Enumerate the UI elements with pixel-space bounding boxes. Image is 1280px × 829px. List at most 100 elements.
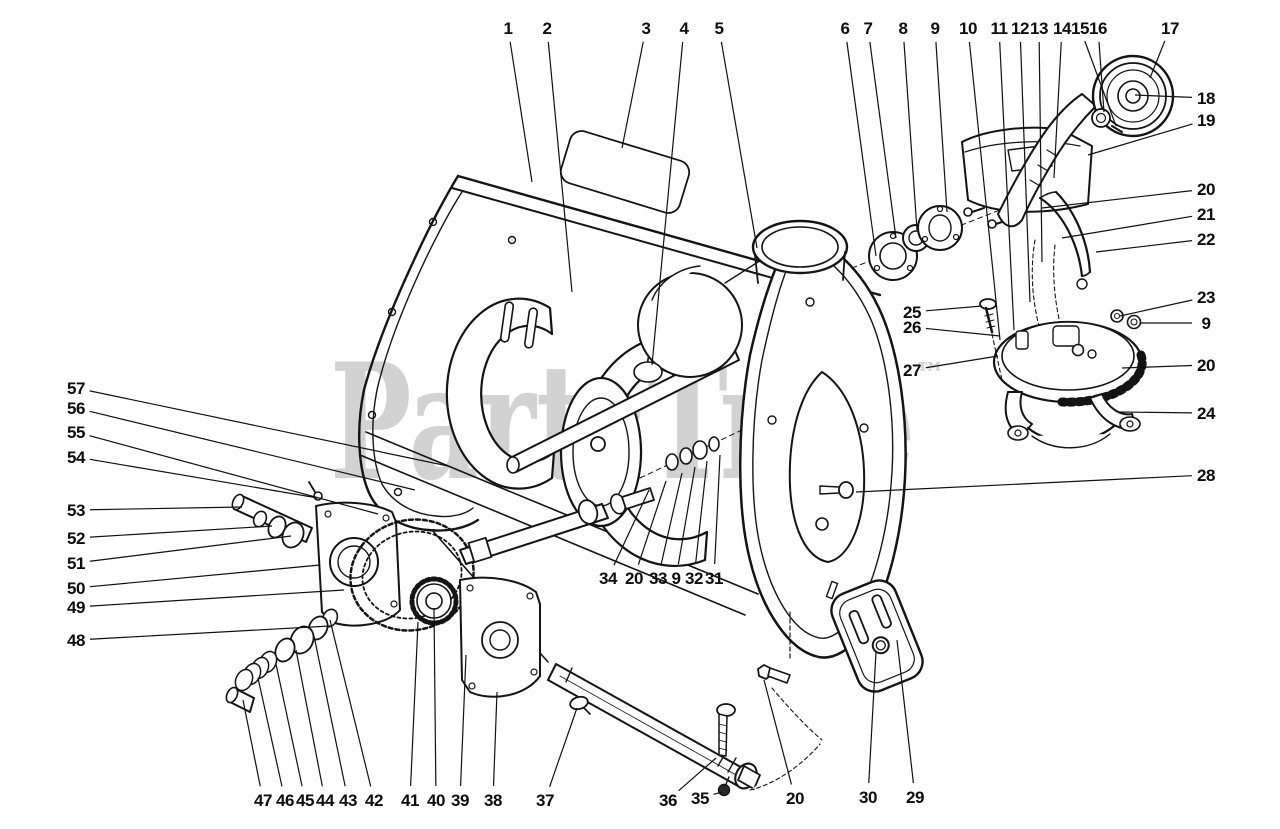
callout-leader-49 [89, 589, 345, 607]
callout-leader-47 [242, 699, 261, 787]
callout-leader-20 [1041, 190, 1193, 209]
callout-label-4: 4 [680, 19, 690, 38]
callout-leader-30 [868, 651, 877, 784]
chute-opening [751, 219, 849, 284]
callout-label-17: 17 [1161, 19, 1179, 38]
callout-leader-54 [89, 458, 319, 499]
callout-label-20: 20 [1197, 356, 1215, 375]
callout-label-43: 43 [339, 791, 357, 810]
callout-label-5: 5 [715, 19, 724, 38]
callout-leader-20 [1121, 364, 1193, 369]
callout-leader-4 [651, 41, 684, 366]
bearing-flange-stack [851, 205, 1009, 281]
callout-leader-9 [935, 41, 948, 213]
callout-label-32: 32 [685, 569, 703, 588]
callout-label-42: 42 [365, 791, 383, 810]
right-shaft [459, 487, 655, 565]
callout-label-53: 53 [67, 501, 85, 520]
callout-label-11: 11 [991, 19, 1008, 38]
callout-label-9: 9 [1202, 314, 1211, 333]
callout-label-50: 50 [67, 579, 85, 598]
callout-leader-26 [925, 327, 1001, 337]
callout-leader-48 [89, 625, 331, 640]
callout-label-23: 23 [1197, 288, 1215, 307]
callout-leader-36 [678, 757, 717, 792]
callout-label-49: 49 [67, 598, 85, 617]
callout-leader-9 [677, 466, 696, 565]
callout-leader-24 [1117, 411, 1193, 414]
callout-leader-57 [89, 390, 449, 467]
callout-leader-56 [89, 410, 416, 491]
callout-label-20: 20 [1197, 180, 1215, 199]
callout-leader-44 [295, 649, 323, 787]
callout-label-37: 37 [536, 791, 554, 810]
callout-leader-15 [1084, 40, 1117, 127]
callout-leader-18 [1134, 94, 1193, 99]
callout-leader-38 [492, 691, 498, 787]
callout-label-14: 14 [1053, 19, 1072, 38]
callout-leader-31 [714, 454, 721, 565]
callout-label-21: 21 [1197, 205, 1215, 224]
callout-label-46: 46 [276, 791, 294, 810]
callout-label-9: 9 [931, 19, 940, 38]
callout-label-16: 16 [1089, 19, 1107, 38]
axle-shaft [547, 663, 823, 797]
callout-label-12: 12 [1011, 19, 1029, 38]
callout-leader-51 [89, 535, 292, 562]
callout-leader-33 [660, 472, 683, 565]
callout-leader-2 [547, 41, 573, 293]
callout-label-19: 19 [1197, 111, 1215, 130]
left-side-panel [358, 174, 517, 532]
callout-leader-32 [694, 460, 708, 565]
callout-label-7: 7 [864, 19, 873, 38]
callout-leader-50 [89, 564, 321, 588]
callout-leader-46 [257, 677, 283, 787]
spring-washer-stack [225, 608, 339, 713]
callout-label-56: 56 [67, 399, 85, 418]
callout-leader-45 [275, 663, 303, 787]
callout-leader-23 [1119, 299, 1193, 317]
callout-label-39: 39 [451, 791, 469, 810]
callout-label-31: 31 [705, 569, 723, 588]
callout-label-38: 38 [484, 791, 502, 810]
chute-ring [992, 320, 1147, 449]
callout-leader-12 [1019, 41, 1031, 303]
worm-housing [633, 261, 759, 383]
callout-leader-3 [621, 41, 644, 149]
callout-leader-5 [720, 41, 758, 249]
callout-label-20: 20 [786, 789, 804, 808]
callout-leader-10 [968, 41, 1001, 341]
callout-leader-22 [1095, 240, 1193, 253]
callout-label-20: 20 [625, 569, 643, 588]
callout-label-41: 41 [401, 791, 419, 810]
callout-label-55: 55 [67, 423, 85, 442]
callout-leader-21 [1061, 215, 1193, 239]
callout-label-26: 26 [903, 318, 921, 337]
watermark-tm: ™ [915, 357, 945, 392]
callout-label-35: 35 [691, 789, 709, 808]
callout-leader-27 [925, 355, 999, 369]
callout-leader-29 [896, 639, 915, 784]
callout-label-40: 40 [427, 791, 445, 810]
ring-hardware [979, 298, 1142, 381]
callout-label-33: 33 [649, 569, 667, 588]
callout-label-28: 28 [1197, 466, 1215, 485]
callout-label-8: 8 [899, 19, 908, 38]
callout-leader-7 [869, 41, 897, 239]
callout-leader-28 [855, 475, 1193, 493]
callout-leader-52 [89, 525, 273, 538]
right-housing-panel [738, 228, 907, 659]
callout-leader-13 [1038, 41, 1043, 263]
callout-label-25: 25 [903, 303, 921, 322]
auger-shaft [506, 345, 740, 474]
callout-leader-25 [925, 305, 983, 312]
callout-leader-37 [549, 707, 578, 787]
callout-label-52: 52 [67, 529, 85, 548]
chute-assembly [961, 93, 1097, 333]
callout-label-3: 3 [642, 19, 651, 38]
callout-label-1: 1 [504, 19, 513, 38]
callout-label-18: 18 [1197, 89, 1215, 108]
